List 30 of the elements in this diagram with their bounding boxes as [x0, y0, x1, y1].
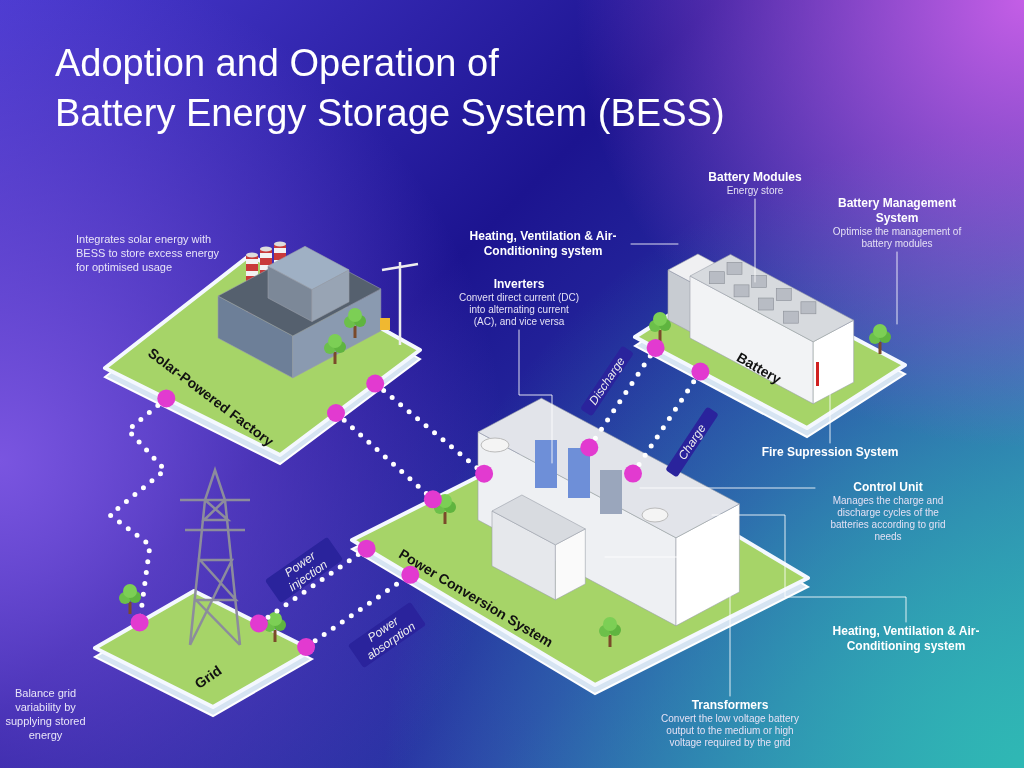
dotted-connector: [107, 389, 176, 632]
callout-text: Convert the low voltage battery output to the medium or high voltage required by the grid: [660, 713, 800, 749]
callout-heading: Battery Modules: [707, 170, 803, 185]
dotted-connector: [580, 338, 665, 457]
callout-text: Convert direct current (DC) into alternating current (AC), and vice versa: [458, 292, 580, 328]
leader-line: [630, 243, 679, 245]
dotted-connector: [297, 565, 420, 656]
callout-heading: Control Unit: [852, 480, 924, 495]
description-text: Integrates solar energy with BESS to store excess energy for optimised usage: [76, 232, 221, 274]
title: Adoption and Operation of Battery Energy Storage System (BESS): [55, 41, 726, 136]
callout-heading: Battery Management System: [837, 196, 957, 226]
dotted-connector: [366, 374, 494, 483]
leader-line: [518, 329, 553, 464]
leader-line: [754, 198, 756, 283]
callout-heading: Transformers: [690, 698, 770, 713]
description-text: Balance grid variability by supplying stored energy: [4, 686, 87, 742]
dotted-connector: [249, 539, 376, 633]
callout-heading: Inverters: [492, 277, 546, 292]
callout-text: Energy store: [725, 185, 785, 197]
dotted-connector: [624, 362, 710, 483]
callout-heading: Heating, Ventilation & Air-Conditioning system: [831, 624, 981, 654]
dotted-connector: [327, 404, 442, 509]
platform-label: Grid: [191, 662, 225, 692]
callout-heading: Heating, Ventilation & Air-Conditioning system: [468, 229, 618, 259]
leader-line: [604, 556, 731, 697]
leader-line: [711, 514, 907, 623]
callout-heading: Fire Supression System: [760, 445, 900, 460]
callout-text: Manages the charge and discharge cycles of the batteries according to grid needs: [829, 495, 947, 543]
leader-line: [896, 251, 898, 325]
callout-text: Optimise the management of battery modules: [831, 226, 963, 250]
